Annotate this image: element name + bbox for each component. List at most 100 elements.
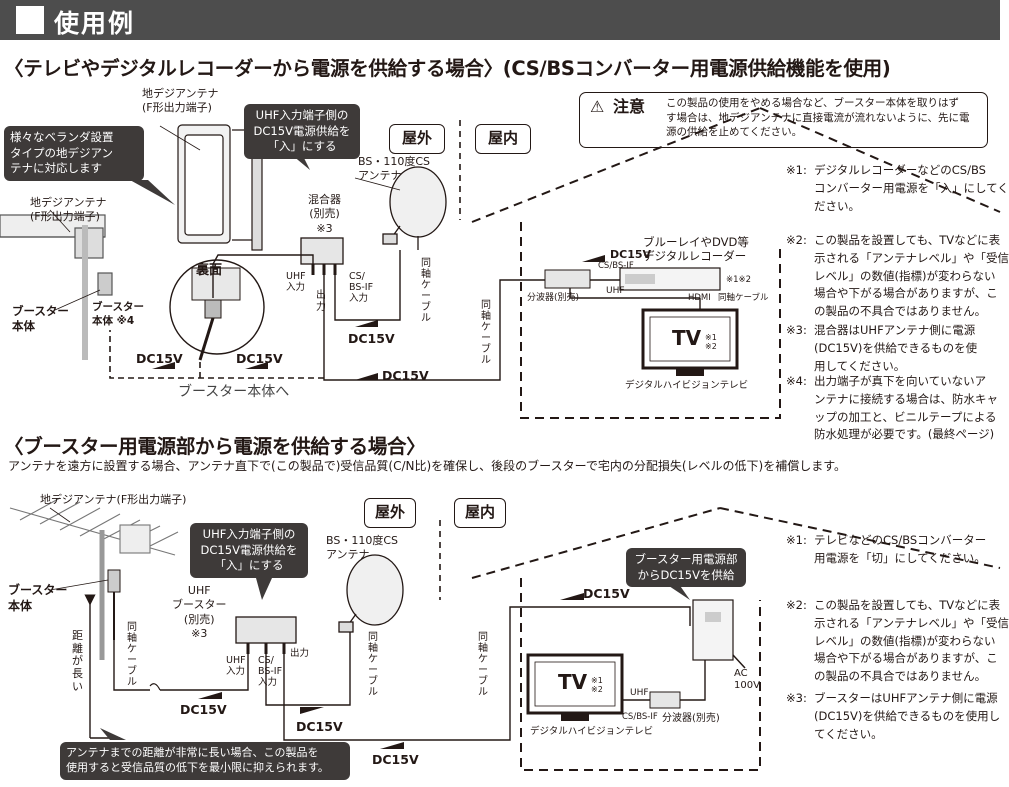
note-text: テレビなどのCS/BSコンバーター 用電源を「切」にしてください。 <box>814 533 987 565</box>
power-path-1 <box>109 330 324 379</box>
header-marker <box>16 6 44 34</box>
indoor-tag-2: 屋内 <box>454 498 506 528</box>
out-label-2: 出力 <box>290 648 310 659</box>
booster-note-label: ブースター 本体 ※4 <box>92 301 144 327</box>
coax-label-2b: 同 軸 ケ ー ブ ル <box>368 632 378 698</box>
section2-heading: 〈ブースター用電源部から電源を供給する場合〉 <box>4 435 426 458</box>
hdmi-label: HDMI <box>688 293 711 303</box>
uhf-in-label-2: UHF 入力 <box>226 655 246 677</box>
dc15v-label-1a: DC15V <box>136 351 183 366</box>
note-text: ブースターはUHFアンテナ側に電源 (DC15V)を供給できるものを使用し てく… <box>814 691 1001 741</box>
yagi-antenna <box>9 497 179 556</box>
to-booster-label: ブースター本体へ <box>178 384 290 400</box>
tv-marks-2: ※1 ※2 <box>591 676 603 694</box>
indoor-tag-1: 屋内 <box>475 124 531 154</box>
recorder-label: ブルーレイやDVD等 デジタルレコーダー <box>643 235 749 263</box>
splitter-label-1: 分波器(別売) <box>527 293 580 303</box>
antenna-label-2: 地デジアンテナ(F形出力端子) <box>40 493 187 506</box>
uhf-booster-device <box>235 616 297 644</box>
note-number: ※4: <box>786 374 807 388</box>
dc15v-label-2c: DC15V <box>372 752 419 767</box>
note-text: この製品を設置しても、TVなどに表 示される「アンテナレベル」や「受信 レベル」… <box>814 233 1009 319</box>
outdoor-tag-1: 屋外 <box>389 124 445 154</box>
tv-label-1: TV <box>672 326 702 350</box>
house-roof-2 <box>471 507 1001 579</box>
recorder-device <box>619 267 721 291</box>
caution-title: 注意 <box>613 97 646 116</box>
note-number: ※1: <box>786 533 807 547</box>
coax-label-2a: 同 軸 ケ ー ブ ル <box>127 622 137 688</box>
coax-label-2c: 同 軸 ケ ー ブ ル <box>478 632 488 698</box>
tv-marks-1: ※1 ※2 <box>705 333 717 351</box>
ac-label: AC 100V <box>734 668 760 691</box>
bs-dish-1 <box>382 166 447 250</box>
callout-distance: アンテナまでの距離が非常に長い場合、この製品を 使用すると受信品質の低下を最小限… <box>60 742 350 780</box>
csbsif-label-1: CS/BS-IF <box>598 261 634 271</box>
callout-uhf-1: UHF入力端子側の DC15V電源供給を 「入」にする <box>244 104 360 159</box>
uhf-label-2: UHF <box>630 688 649 698</box>
bs-antenna-label-2: BS・110度CS アンテナ <box>326 534 398 562</box>
distance-label: 距 離 が 長 い <box>72 629 83 693</box>
booster-body-device-2 <box>107 569 121 593</box>
bs-dish-2 <box>338 554 404 633</box>
section2-intro: アンテナを遠方に設置する場合、アンテナ直下で(この製品で)受信品質(C/N比)を… <box>8 459 847 473</box>
note-number: ※2: <box>786 598 807 612</box>
callout-pointer-1 <box>130 180 175 205</box>
note-text: この製品を設置しても、TVなどに表 示される「アンテナレベル」や「受信 レベル」… <box>814 598 1009 684</box>
dc15v-label-2a: DC15V <box>180 702 227 717</box>
antenna-left-label: 地デジアンテナ (F形出力端子) <box>30 196 107 224</box>
uhf-label-1: UHF <box>606 286 625 296</box>
antenna-top-label: 地デジアンテナ (F形出力端子) <box>142 87 219 115</box>
note-text: 出力端子が真下を向いていないア ンテナに接続する場合は、防水キャ ップの加工と、… <box>814 374 998 442</box>
zoom-device <box>191 267 241 301</box>
dc-arrows-1 <box>152 255 605 380</box>
house-walls-2 <box>520 578 761 771</box>
note-number: ※3: <box>786 691 807 705</box>
page-title: 使用例 <box>54 9 136 38</box>
note-text: 混合器はUHFアンテナ側に電源 (DC15V)を供給できるものを使 用してくださ… <box>814 323 978 373</box>
callout-uhf-2: UHF入力端子側の DC15V電源供給を 「入」にする <box>190 523 308 578</box>
flat-antenna <box>177 119 263 251</box>
house-roof-1 <box>471 107 1001 223</box>
veranda-railing <box>0 214 113 360</box>
recorder-marks: ※1※2 <box>726 275 752 285</box>
callout-veranda: 様々なベランダ設置 タイプの地デジアン テナに対応します <box>4 126 144 181</box>
section-header: 使用例 <box>0 0 1000 40</box>
csbs-in-label-1: CS/ BS-IF 入力 <box>349 271 374 304</box>
note-number: ※3: <box>786 323 807 337</box>
splitter-label-2: 分波器(別売) <box>662 713 720 724</box>
callout-power: ブースター用電源部 からDC15Vを供給 <box>626 548 746 588</box>
dc15v-label-2b: DC15V <box>296 719 343 734</box>
splitter-device-1 <box>544 269 591 289</box>
caution-text: この製品の使用をやめる場合など、ブースター本体を取りはず す場合は、地デジアンテ… <box>666 97 970 139</box>
mixer-label: 混合器 (別売) ※3 <box>308 193 341 235</box>
dtv-label-1: デジタルハイビジョンテレビ <box>625 380 749 391</box>
uhf-booster-label: UHF ブースター (別売) ※3 <box>172 584 227 640</box>
dc15v-label-1c: DC15V <box>348 331 395 346</box>
csbsif-label-2: CS/BS-IF <box>622 712 658 722</box>
dc-arrows-2 <box>198 593 584 749</box>
booster-body-label-2: ブースター 本体 <box>8 583 68 613</box>
warning-icon: ⚠ <box>590 97 605 116</box>
dtv-label-2: デジタルハイビジョンテレビ <box>530 726 654 737</box>
note-text: デジタルレコーダーなどのCS/BS コンバーター用電源を「入」にしてく ださい。 <box>814 163 1009 213</box>
section1-heading: 〈テレビやデジタルレコーダーから電源を供給する場合〉(CS/BSコンバーター用電… <box>4 57 891 80</box>
tv-screen-2 <box>526 653 624 715</box>
dc15v-label-2-top: DC15V <box>583 586 630 601</box>
csbs-in-label-2: CS/ BS-IF 入力 <box>258 655 283 688</box>
splitter-device-2 <box>649 691 681 709</box>
power-unit-device <box>692 599 734 661</box>
cables-2 <box>113 606 706 741</box>
coax-label-1a: 同 軸 ケ ー ブ ル <box>421 258 431 324</box>
dc15v-label-1d: DC15V <box>382 368 429 383</box>
bs-antenna-label-1: BS・110度CS アンテナ <box>358 155 430 183</box>
house-walls-1 <box>520 222 781 419</box>
booster-body-label: ブースター 本体 <box>12 304 69 333</box>
coax-label-1b: 同 軸 ケ ー ブ ル <box>481 300 491 366</box>
back-label: 裏面 <box>196 263 223 278</box>
outdoor-tag-2: 屋外 <box>364 498 416 528</box>
dc15v-rec-label: DC15V <box>610 248 652 261</box>
mixer-device <box>300 237 344 265</box>
out-label-1: 出 力 <box>316 290 326 313</box>
